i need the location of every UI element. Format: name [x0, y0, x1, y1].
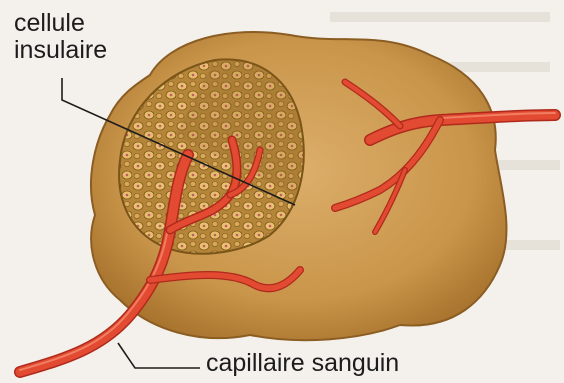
label-cellule-line2: insulaire — [14, 37, 107, 64]
label-capillaire-sanguin: capillaire sanguin — [206, 350, 399, 377]
label-cellule-line1: cellule — [14, 10, 107, 37]
leader-line-capillaire — [118, 343, 200, 368]
label-cellule-insulaire: cellule insulaire — [14, 10, 107, 64]
